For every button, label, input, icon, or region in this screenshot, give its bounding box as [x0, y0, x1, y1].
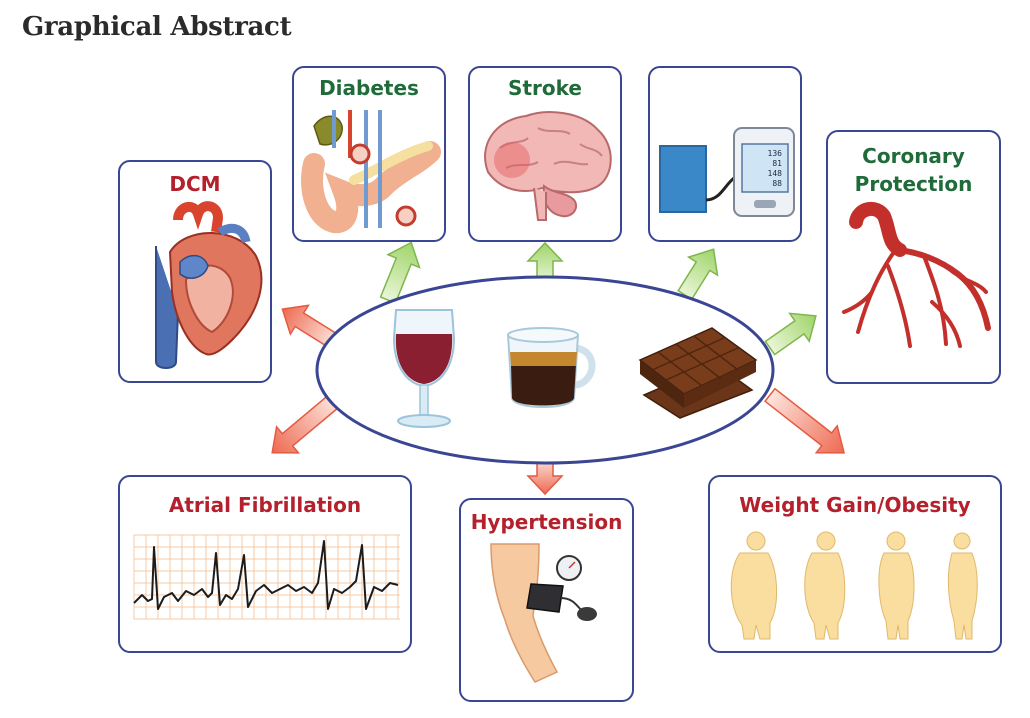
figure-slim	[947, 532, 978, 640]
coronary-artery-icon	[842, 201, 991, 348]
coronary-label-line1: Coronary	[862, 144, 965, 168]
monitor-reading-4: 88	[772, 179, 782, 188]
figure-overweight	[878, 531, 915, 640]
diabetes-box: Diabetes	[292, 66, 446, 242]
monitor-reading-2: 81	[772, 159, 782, 168]
monitor-reading-1: 136	[768, 149, 783, 158]
arrow-to-coronary	[764, 312, 817, 356]
body-silhouettes-icon	[730, 531, 978, 640]
arrow-to-diabetes	[379, 241, 421, 304]
figure-obese-1	[730, 531, 778, 640]
arm-cuff-icon	[490, 543, 597, 683]
coffee-cup-icon	[506, 327, 596, 408]
atrial-fibrillation-box: Atrial Fibrillation	[118, 475, 412, 653]
arrow-to-monitor	[677, 248, 719, 301]
chocolate-icon	[638, 327, 758, 419]
figure-obese-2	[804, 531, 846, 640]
weight-gain-label: Weight Gain/Obesity	[739, 493, 971, 517]
atrial-fibrillation-label: Atrial Fibrillation	[168, 493, 362, 517]
weight-gain-box: Weight Gain/Obesity	[708, 475, 1002, 653]
pancreas-icon	[301, 110, 441, 234]
ecg-trace-icon	[133, 534, 400, 620]
stroke-label: Stroke	[508, 76, 582, 100]
hypertension-label: Hypertension	[470, 510, 623, 534]
bp-monitor-icon: 136 81 148 88	[659, 127, 795, 217]
heart-icon	[155, 201, 263, 369]
page-heading: Graphical Abstract	[22, 12, 292, 42]
bp-monitor-box: 136 81 148 88	[648, 66, 802, 242]
arrow-to-weight-gain	[764, 387, 846, 454]
arrow-to-atrial-fibrillation	[271, 392, 342, 454]
arrow-to-dcm	[281, 304, 341, 350]
hypertension-box: Hypertension	[459, 498, 634, 702]
coronary-box: Coronary Protection	[826, 130, 1001, 384]
brain-icon	[484, 111, 612, 221]
stroke-box: Stroke	[468, 66, 622, 242]
wine-glass-icon	[392, 309, 456, 428]
dcm-box: DCM	[118, 160, 272, 383]
diabetes-label: Diabetes	[319, 76, 419, 100]
coronary-label-line2: Protection	[854, 172, 973, 196]
monitor-reading-3: 148	[768, 169, 783, 178]
dcm-label: DCM	[169, 172, 221, 196]
